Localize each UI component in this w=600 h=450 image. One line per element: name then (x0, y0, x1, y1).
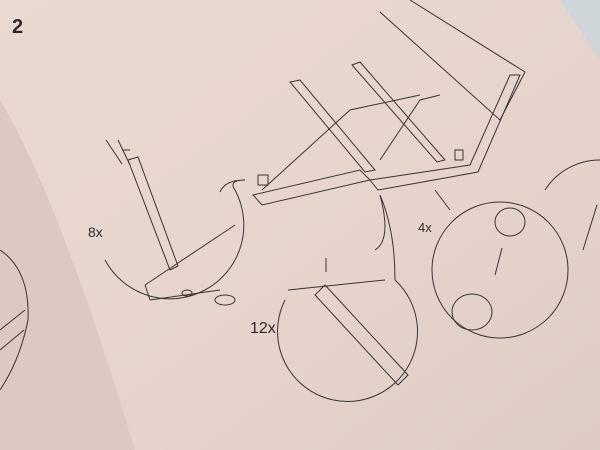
background-corner (560, 0, 600, 60)
callout-partial-right (544, 159, 600, 191)
cam-bolt-icon (127, 156, 179, 271)
callout-cam-bolt: 8x (88, 139, 246, 306)
dowel-icon (314, 284, 409, 386)
cabinet-assembly-drawing (252, 0, 526, 206)
quantity-label-8x: 8x (88, 224, 103, 240)
step-number: 2 (12, 16, 23, 38)
quantity-label-12x: 12x (250, 320, 276, 337)
quantity-label-4x: 4x (418, 220, 432, 235)
left-page (0, 100, 135, 450)
left-page-lines (0, 309, 26, 351)
callout-cam-lock: 4x (418, 189, 569, 339)
partial-right-line (582, 204, 598, 251)
cam-lock-icon (451, 293, 493, 331)
callout-wooden-dowel: 12x (250, 194, 418, 402)
left-page-circle (0, 249, 29, 391)
